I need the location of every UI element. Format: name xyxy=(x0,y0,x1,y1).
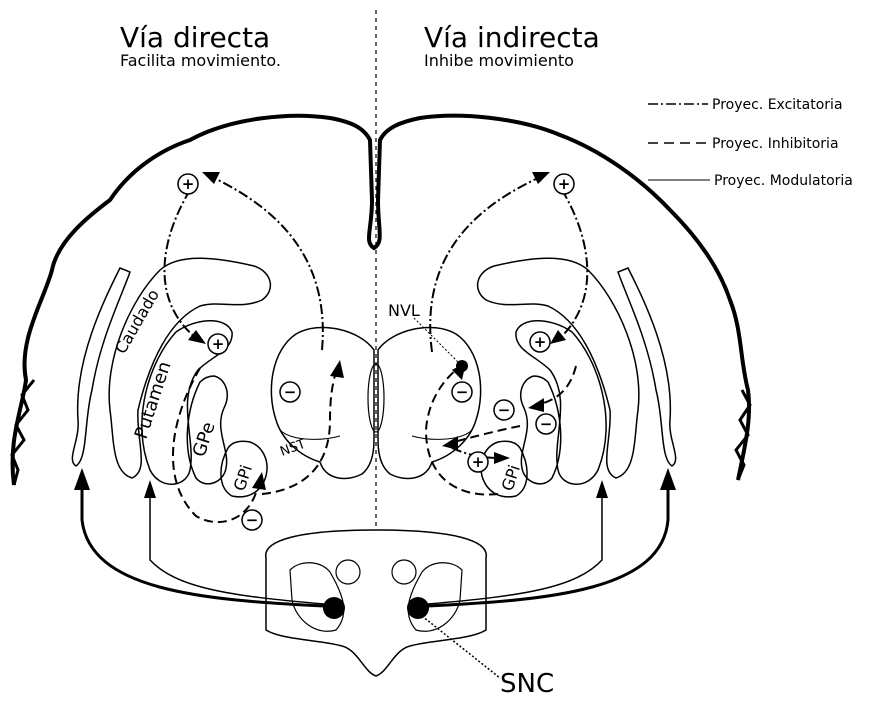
brainstem-left-hole xyxy=(336,560,360,584)
right-nvl-shape xyxy=(412,430,472,439)
sign-minus-right-gpe-2: − xyxy=(536,414,556,434)
nvl-pointer xyxy=(414,318,458,362)
svg-text:−: − xyxy=(540,415,553,433)
svg-text:+: + xyxy=(534,333,547,351)
snc-left-nucleus xyxy=(323,597,345,619)
inhibitory-right-gpe-to-nst xyxy=(454,426,520,442)
brainstem xyxy=(266,530,487,676)
label-snc: SNC xyxy=(500,669,554,698)
arrow-head-right-cortex xyxy=(532,172,550,184)
label-gpi-left: GPi xyxy=(230,463,256,494)
label-caudado: Caudado xyxy=(111,286,163,357)
arrow-head-left-thick xyxy=(74,468,90,490)
svg-text:+: + xyxy=(212,335,225,353)
sign-plus-left-cortex: + xyxy=(178,174,198,194)
sign-plus-right-nst: + xyxy=(468,452,488,472)
sign-minus-right-thalamus: − xyxy=(452,382,472,402)
arrow-head-left-cortex xyxy=(202,172,220,184)
legend-inhibitory-label: Proyec. Inhibitoria xyxy=(712,136,839,152)
cortex-gyri-right xyxy=(736,390,750,480)
svg-text:+: + xyxy=(558,175,571,193)
label-gpe: GPe xyxy=(189,420,220,460)
snc-pointer xyxy=(422,616,500,678)
right-putamen-shape xyxy=(516,321,606,485)
svg-text:−: − xyxy=(456,383,469,401)
arrow-head-right-thick xyxy=(660,468,676,490)
left-title: Vía directa xyxy=(120,21,270,54)
cortex-outline xyxy=(13,116,750,485)
label-nst: NST xyxy=(278,437,308,460)
left-nst-shape xyxy=(280,430,340,439)
arrow-head-left-striatum xyxy=(188,330,206,344)
arrow-head-right-thin xyxy=(596,480,608,498)
left-subtitle: Facilita movimiento. xyxy=(120,51,281,70)
arrow-head-right-nst xyxy=(442,436,458,450)
sign-plus-right-cortex: + xyxy=(554,174,574,194)
right-title: Vía indirecta xyxy=(424,21,600,54)
label-nvl: NVL xyxy=(388,301,420,320)
inhibitory-left-striatum-to-gpi xyxy=(173,368,258,522)
arrow-head-right-striatum xyxy=(550,330,566,344)
legend-excitatory-label: Proyec. Excitatoria xyxy=(712,97,843,113)
modulatory-left-thin xyxy=(150,496,324,604)
sign-plus-right-putamen: + xyxy=(530,332,550,352)
arrow-head-left-gpi xyxy=(252,472,266,490)
modulatory-right-thin xyxy=(428,496,602,604)
brainstem-right-hole xyxy=(392,560,416,584)
label-putamen: Putamen xyxy=(131,359,176,442)
arrow-head-left-thalamus xyxy=(330,360,344,378)
right-subtitle: Inhibe movimiento xyxy=(424,51,574,70)
excitatory-left-thalamus-to-cortex xyxy=(214,178,323,350)
arrow-head-right-gpi xyxy=(494,452,510,464)
sign-minus-left-thalamus: − xyxy=(280,382,300,402)
sign-plus-left-putamen: + xyxy=(208,334,228,354)
snc-right-nucleus xyxy=(407,597,429,619)
svg-text:+: + xyxy=(472,453,485,471)
svg-text:−: − xyxy=(284,383,297,401)
svg-text:−: − xyxy=(498,401,511,419)
label-gpi-right: GPi xyxy=(498,463,524,494)
left-cortex-fold-outer xyxy=(72,268,130,466)
sign-minus-right-gpe: − xyxy=(494,400,514,420)
sign-minus-left-gpi: − xyxy=(242,510,262,530)
svg-text:−: − xyxy=(246,511,259,529)
legend-modulatory-label: Proyec. Modulatoria xyxy=(714,173,853,189)
right-cortex-fold-outer xyxy=(618,268,676,466)
arrow-head-right-gpe xyxy=(528,398,544,412)
arrow-head-left-thin xyxy=(144,480,156,498)
svg-text:+: + xyxy=(182,175,195,193)
excitatory-right-thalamus-to-cortex xyxy=(430,178,538,352)
legend: Proyec. Excitatoria Proyec. Inhibitoria … xyxy=(648,97,853,189)
